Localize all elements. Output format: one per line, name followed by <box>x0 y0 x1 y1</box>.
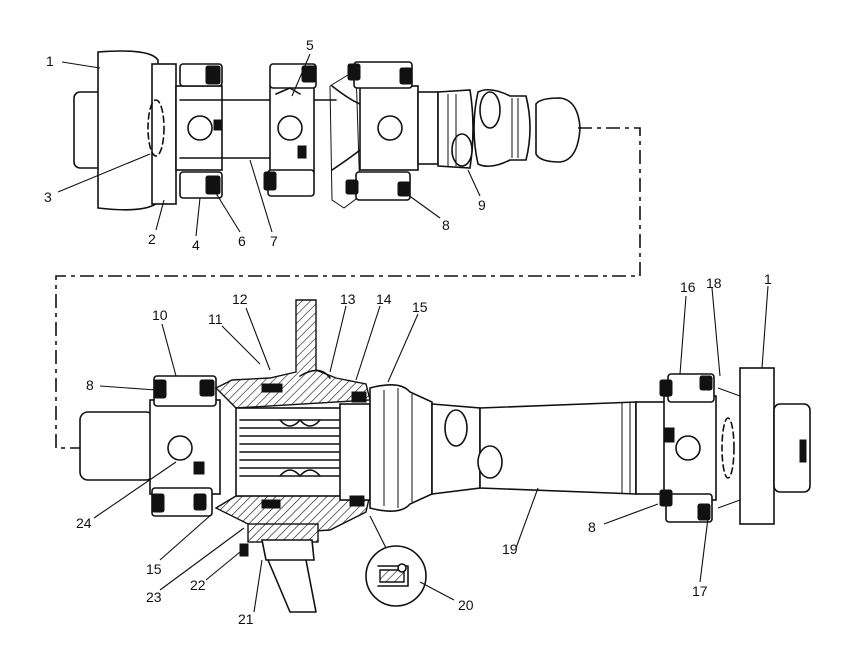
callout-18: 18 <box>706 275 722 291</box>
callout-14: 14 <box>376 291 392 307</box>
callout-16: 16 <box>680 279 696 295</box>
callout-15-bottom: 15 <box>146 561 162 577</box>
seal-detail-inset <box>365 515 427 607</box>
drive-tube <box>431 401 637 495</box>
leader-lines <box>57 53 769 613</box>
callout-13: 13 <box>340 291 356 307</box>
callout-4: 4 <box>192 237 200 253</box>
tube-boot-top <box>437 88 581 169</box>
callout-15-top: 15 <box>412 299 428 315</box>
support-bracket <box>239 523 319 613</box>
spline-teeth <box>239 419 341 477</box>
end-yoke-right <box>635 373 741 523</box>
companion-flange-bottom <box>739 367 811 525</box>
top-assembly <box>73 50 581 211</box>
callout-8-top: 8 <box>442 217 450 233</box>
callout-11: 11 <box>208 311 223 327</box>
callout-8-right: 8 <box>588 519 596 535</box>
callout-20: 20 <box>458 597 474 613</box>
callout-1-top: 1 <box>46 53 54 69</box>
journal-cross <box>263 63 317 197</box>
slip-joint-section <box>214 299 371 533</box>
end-yoke-left <box>79 375 221 517</box>
slip-yoke-top <box>329 61 439 209</box>
callout-9: 9 <box>478 197 486 213</box>
callout-12: 12 <box>232 291 248 307</box>
callout-19: 19 <box>502 541 518 557</box>
callout-5: 5 <box>306 37 314 53</box>
callout-22: 22 <box>190 577 206 593</box>
protective-boot <box>369 384 433 512</box>
callout-2: 2 <box>148 231 156 247</box>
callout-1-bottom: 1 <box>764 271 772 287</box>
callout-10: 10 <box>152 307 168 323</box>
callout-8-left: 8 <box>86 377 94 393</box>
callout-23: 23 <box>146 589 162 605</box>
callout-6: 6 <box>238 233 246 249</box>
callout-21: 21 <box>238 611 254 627</box>
callout-labels: 1 5 3 2 4 6 7 8 9 10 11 12 13 14 15 16 1… <box>44 37 772 627</box>
companion-flange-top <box>73 50 177 211</box>
bottom-assembly <box>79 299 811 613</box>
callout-7: 7 <box>270 233 278 249</box>
callout-3: 3 <box>44 189 52 205</box>
callout-17: 17 <box>692 583 708 599</box>
callout-24: 24 <box>76 515 92 531</box>
